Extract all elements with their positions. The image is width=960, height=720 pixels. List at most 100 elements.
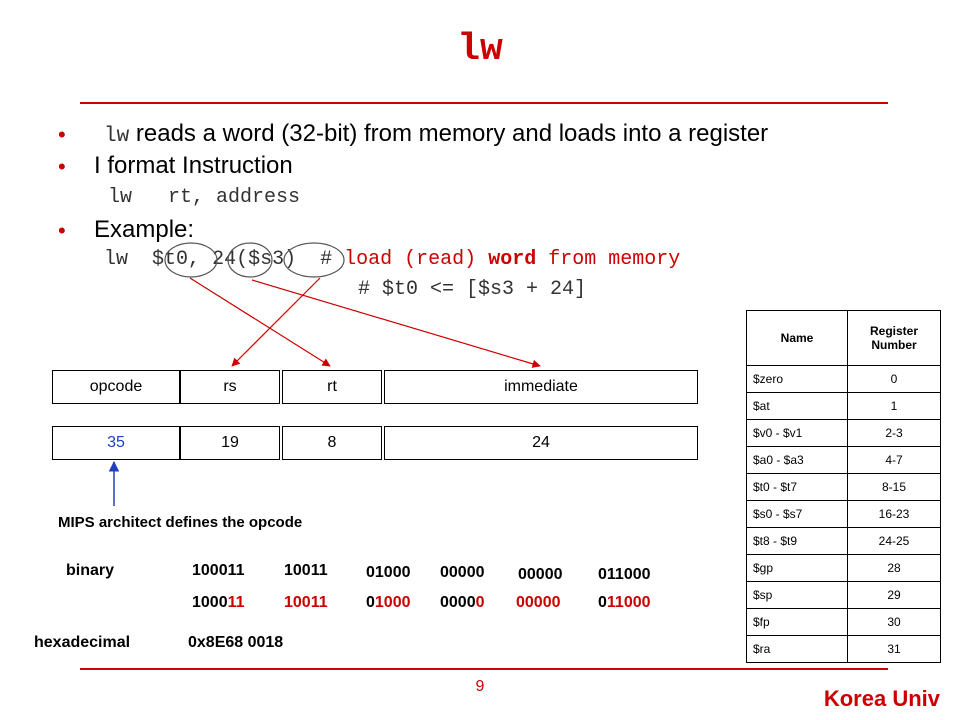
opcode-note: MIPS architect defines the opcode — [58, 514, 303, 531]
register-number-cell: 4-7 — [847, 446, 941, 474]
bullet-icon: • — [58, 122, 66, 147]
binary-row1-imm-b: 00000 — [518, 566, 563, 583]
example-rt: $t0 — [152, 248, 189, 271]
register-table-header: Name Register Number — [746, 310, 941, 366]
imm-arrow — [251, 279, 541, 368]
brand-logo-text: Korea Univ — [823, 686, 940, 711]
field-opcode-value: 35 — [52, 426, 180, 460]
binary-row1-imm-c: 011000 — [598, 566, 651, 583]
binary-row1-rt: 01000 — [366, 564, 411, 581]
bullet-1: lw reads a word (32-bit) from memory and… — [104, 120, 768, 148]
binary-row2-red: 0 — [475, 594, 485, 611]
hex-label: hexadecimal — [34, 634, 131, 651]
hex-value: 0x8E68 0018 — [188, 634, 284, 651]
register-name-cell: $t0 - $t7 — [746, 473, 848, 501]
bullet-2-code: lw rt, address — [108, 186, 301, 209]
binary-row2-group: 00000 — [516, 594, 561, 612]
field-rs-value: 19 — [180, 426, 280, 460]
binary-row2-group: 10011 — [284, 594, 328, 612]
binary-row2-group: 01000 — [366, 594, 411, 612]
col-header-number: Register Number — [847, 310, 941, 366]
rt-arrow — [189, 277, 331, 367]
rs-arrow — [231, 277, 321, 367]
register-number-cell: 29 — [847, 581, 941, 609]
field-immediate-value: 24 — [384, 426, 698, 460]
register-number-cell: 16-23 — [847, 500, 941, 528]
binary-row2-red: 11000 — [606, 594, 651, 611]
register-number-cell: 31 — [847, 635, 941, 663]
example-comment-2: word — [488, 248, 537, 271]
bullet-1-code: lw — [104, 125, 130, 148]
slide-title: lw — [457, 28, 503, 71]
imm-circle — [227, 242, 273, 278]
example-op: lw — [104, 248, 129, 271]
rs-circle — [283, 242, 345, 278]
register-name-cell: $sp — [746, 581, 848, 609]
binary-row1-rs: 10011 — [284, 562, 328, 579]
register-number-cell: 0 — [847, 365, 941, 393]
register-name-cell: $v0 - $v1 — [746, 419, 848, 447]
binary-label: binary — [66, 562, 115, 579]
bullet-1-text: reads a word (32-bit) from memory and lo… — [135, 120, 769, 147]
register-number-cell: 28 — [847, 554, 941, 582]
binary-row2-red: 10011 — [284, 594, 328, 611]
register-number-cell: 8-15 — [847, 473, 941, 501]
register-number-cell: 2-3 — [847, 419, 941, 447]
binary-row2-group: 00000 — [440, 594, 485, 612]
binary-row2-black: 0 — [366, 594, 375, 611]
binary-row1-imm-a: 00000 — [440, 564, 485, 581]
rt-circle — [164, 242, 218, 278]
register-number-cell: 30 — [847, 608, 941, 636]
binary-row2-red: 00000 — [516, 594, 561, 611]
register-name-cell: $fp — [746, 608, 848, 636]
footer-divider — [80, 668, 888, 670]
binary-row2-red: 1000 — [374, 594, 411, 611]
bullet-3-text: Example: — [94, 216, 195, 243]
register-name-cell: $zero — [746, 365, 848, 393]
register-name-cell: $at — [746, 392, 848, 420]
example-comment-1: load (read) — [344, 248, 477, 271]
binary-row2-group: 011000 — [598, 594, 651, 612]
field-rt-value: 8 — [282, 426, 382, 460]
example-comment-line: # $t0 <= [$s3 + 24] — [358, 278, 587, 301]
bullet-icon: • — [58, 154, 66, 179]
register-name-cell: $t8 - $t9 — [746, 527, 848, 555]
example-hash: # — [320, 248, 333, 271]
example-comment-3: from memory — [548, 248, 681, 271]
register-number-cell: 24-25 — [847, 527, 941, 555]
binary-row2-group: 100011 — [192, 594, 245, 612]
example-instruction: lw $t0, 24($s3) # load (read) word from … — [104, 248, 680, 271]
register-name-cell: $a0 - $a3 — [746, 446, 848, 474]
field-immediate-header: immediate — [384, 370, 698, 404]
register-name-cell: $ra — [746, 635, 848, 663]
binary-row1-opcode: 100011 — [192, 562, 245, 579]
binary-row2-black: 0000 — [440, 594, 476, 611]
page-number: 9 — [475, 678, 485, 695]
col-header-name: Name — [746, 310, 848, 366]
field-opcode-header: opcode — [52, 370, 180, 404]
field-rs-header: rs — [180, 370, 280, 404]
bullet-icon: • — [58, 218, 66, 243]
example-rs: ($s3) — [236, 248, 297, 271]
binary-row2-black: 1000 — [192, 594, 228, 611]
binary-row2-red: 11 — [227, 594, 245, 611]
example-comma: , — [188, 248, 201, 271]
title-divider — [80, 102, 888, 104]
register-number-cell: 1 — [847, 392, 941, 420]
field-rt-header: rt — [282, 370, 382, 404]
register-name-cell: $s0 - $s7 — [746, 500, 848, 528]
